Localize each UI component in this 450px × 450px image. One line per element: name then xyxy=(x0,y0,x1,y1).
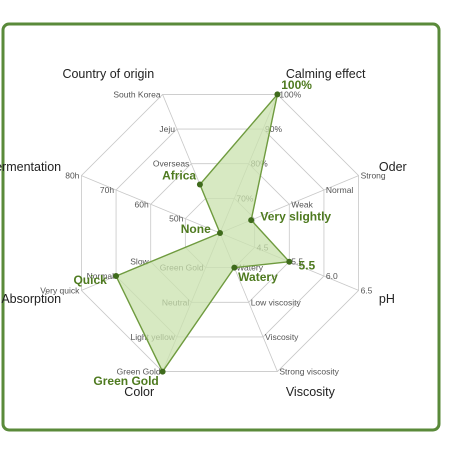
value-label-viscosity: Watery xyxy=(238,270,278,284)
tick-label-viscosity-3: Strong viscosity xyxy=(279,367,339,377)
tick-label-ph-1: 5.5 xyxy=(291,257,303,267)
data-point-skin-absorption xyxy=(113,273,120,280)
tick-label-calming-effect-2: 90% xyxy=(265,124,282,134)
value-label-country-of-origin: Africa xyxy=(162,168,196,182)
tick-label-hours-of-fermentation-1: 60h xyxy=(135,199,149,209)
axis-title-skin-absorption: Skin Absorption xyxy=(0,292,61,306)
tick-label-calming-effect-3: 100% xyxy=(279,89,301,99)
axis-title-hours-of-fermentation: Hours of Fermentation xyxy=(0,160,61,174)
axis-title-country-of-origin: Country of origin xyxy=(62,67,154,81)
tick-label-viscosity-2: Viscosity xyxy=(265,332,299,342)
tick-label-skin-absorption-1: Normal xyxy=(87,271,115,281)
data-point-calming-effect xyxy=(274,91,281,98)
data-point-viscosity xyxy=(231,264,238,271)
axis-spoke-hours-of-fermentation xyxy=(81,175,221,234)
tick-label-country-of-origin-0: Overseas xyxy=(153,159,189,169)
data-point-oder xyxy=(248,217,255,224)
tick-label-country-of-origin-1: Jeju xyxy=(159,124,175,134)
value-label-color: Green Gold xyxy=(93,374,158,388)
axis-title-calming-effect: Calming effect xyxy=(286,67,366,81)
axis-title-color: Color xyxy=(124,385,154,399)
value-label-oder: Very slightly xyxy=(260,209,331,223)
tick-label-country-of-origin-2: South Korea xyxy=(113,89,161,99)
tick-label-oder-1: Normal xyxy=(326,185,354,195)
tick-label-ph-2: 6.0 xyxy=(326,271,338,281)
value-label-calming-effect: 100% xyxy=(281,78,312,92)
axis-title-oder: Oder xyxy=(379,160,407,174)
value-label-skin-absorption: Quick xyxy=(73,273,107,287)
tick-label-hours-of-fermentation-3: 80h xyxy=(65,171,79,181)
tick-label-skin-absorption-2: Very quick xyxy=(40,285,80,295)
value-label-hours-of-fermentation: None xyxy=(181,222,211,236)
data-point-hours-of-fermentation xyxy=(217,230,223,236)
tick-label-oder-2: Strong xyxy=(361,171,386,181)
data-point-color xyxy=(159,368,166,375)
data-point-ph xyxy=(286,258,293,265)
axis-title-viscosity: Viscosity xyxy=(286,385,336,399)
tick-label-hours-of-fermentation-0: 50h xyxy=(169,214,183,224)
tick-label-color-3: Green Gold xyxy=(117,367,161,377)
tick-label-oder-0: Weak xyxy=(291,199,313,209)
tick-label-hours-of-fermentation-2: 70h xyxy=(100,185,114,195)
value-label-ph: 5.5 xyxy=(299,259,316,273)
chart-border xyxy=(1,22,441,432)
tick-label-viscosity-0: Watery xyxy=(236,263,263,273)
tick-label-ph-3: 6.5 xyxy=(361,285,373,295)
axis-title-ph: pH xyxy=(379,292,395,306)
data-point-country-of-origin xyxy=(196,181,203,188)
tick-label-viscosity-1: Low viscosity xyxy=(251,297,302,307)
tick-label-skin-absorption-0: Slow xyxy=(130,257,149,267)
